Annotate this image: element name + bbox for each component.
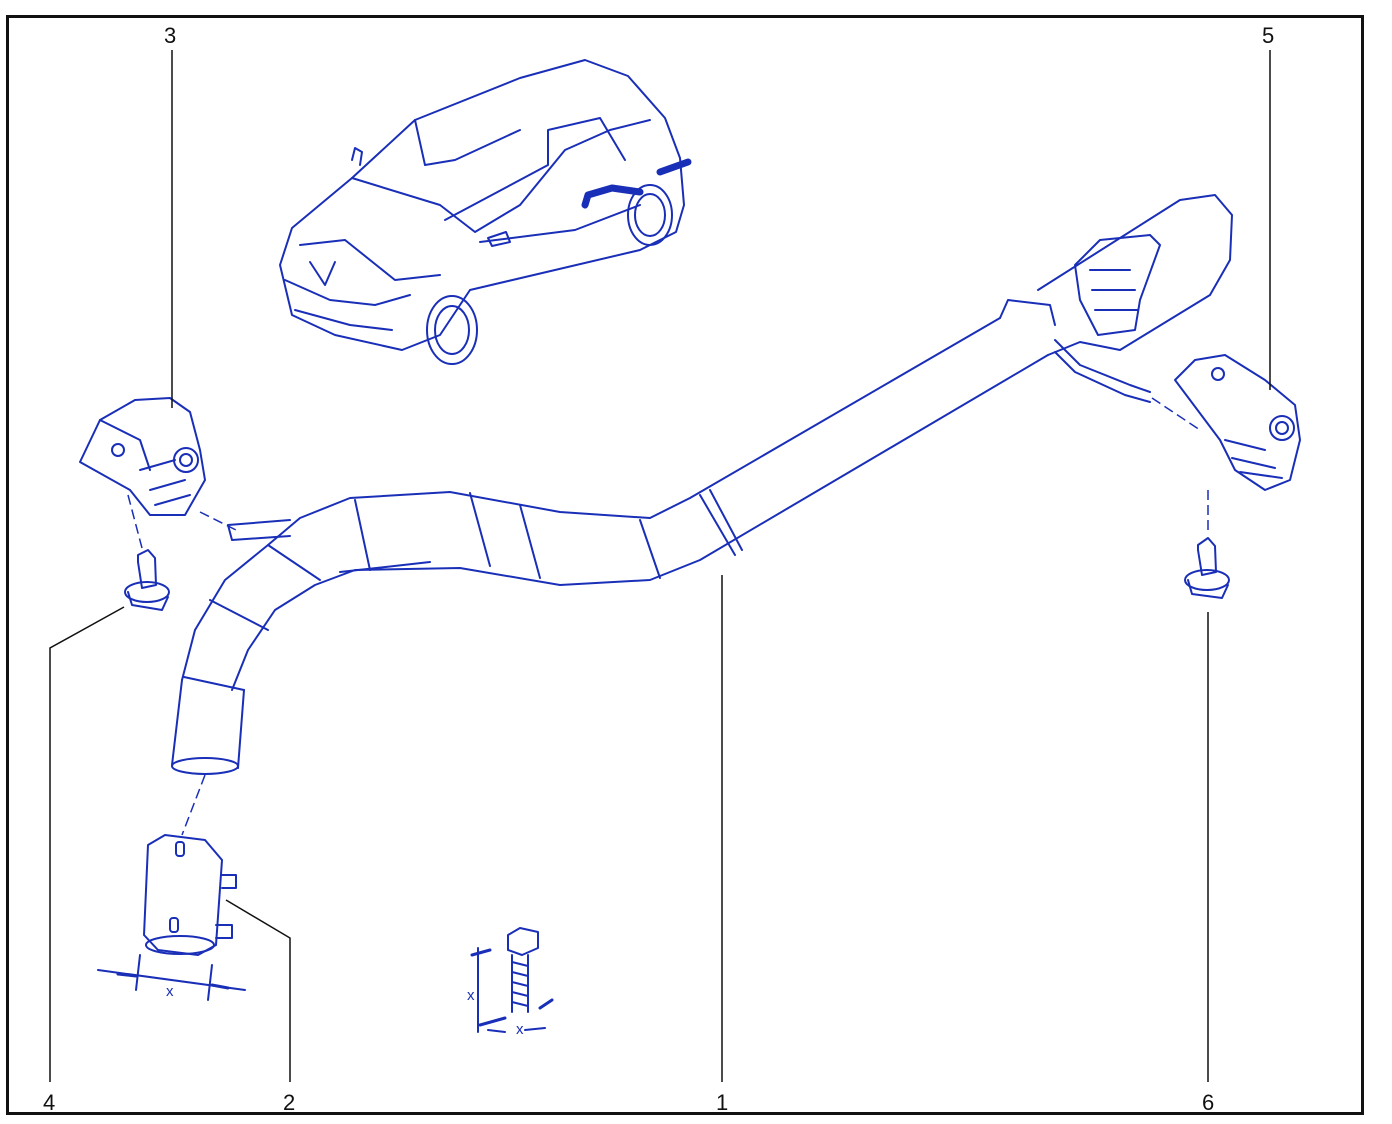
bolt-diameter-label: x [516,1021,524,1038]
right-bracket-bolt [1184,537,1230,599]
clamp-sleeve [143,834,237,956]
clamp-width-dimension [97,954,246,1001]
vehicle-illustration [279,59,692,365]
callout-2: 2 [283,1090,296,1115]
callout-1: 1 [716,1090,729,1115]
right-hanger-bracket [1174,354,1301,491]
exhaust-pipe-assembly [171,194,1233,775]
callout-5: 5 [1262,23,1275,48]
callout-4: 4 [43,1090,56,1115]
callout-3: 3 [164,23,177,48]
assembly-lines [127,397,1209,836]
bolt-dimension-symbol [470,927,554,1033]
clamp-width-label: x [166,983,174,1000]
bolt-length-label: x [467,987,475,1004]
leader-lines [49,50,1271,1082]
callout-6: 6 [1202,1090,1215,1115]
left-bracket-bolt [124,549,170,611]
left-hanger-bracket [79,397,206,516]
